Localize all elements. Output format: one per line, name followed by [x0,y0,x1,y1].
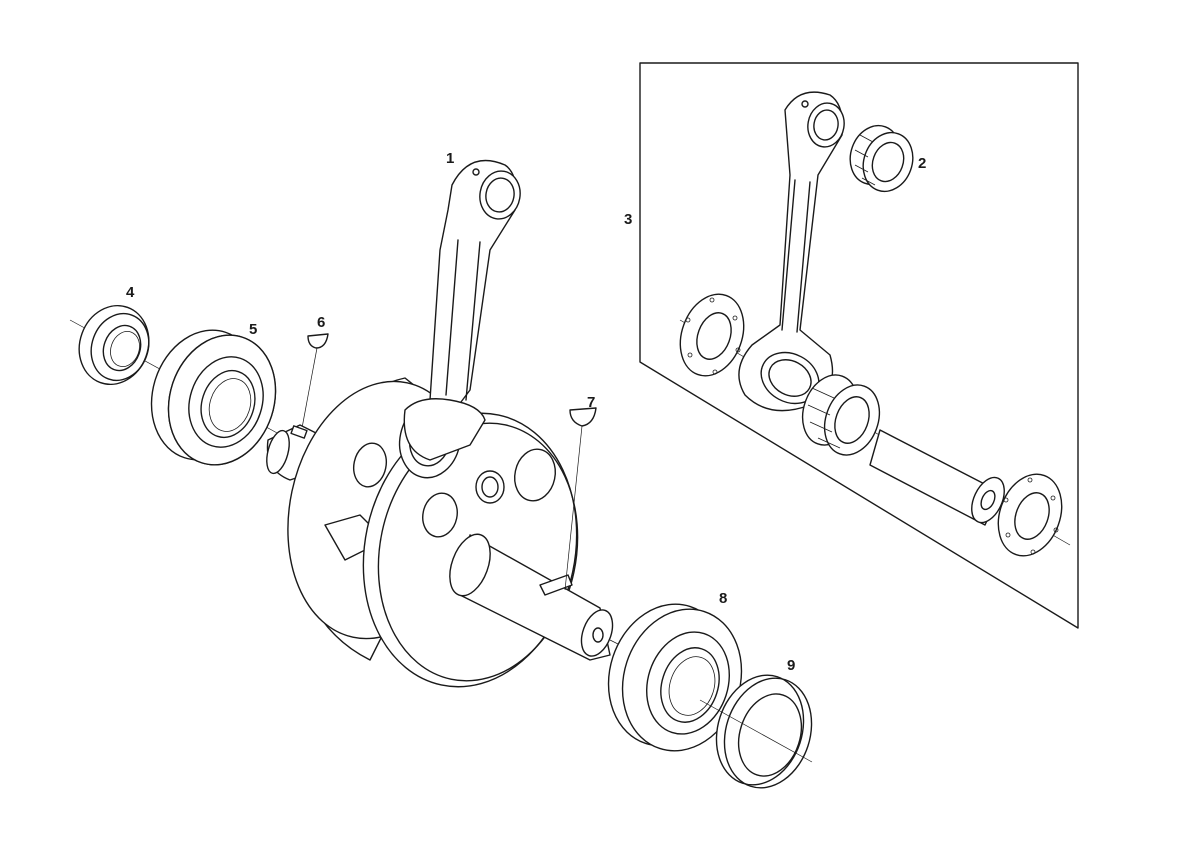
callout-4: 4 [126,284,135,301]
connecting-rod-1 [403,159,521,461]
oil-seal-right [699,674,813,789]
woodruff-key-7 [564,407,597,591]
oil-seal-left [69,304,291,441]
big-end-bearing [801,374,881,456]
callout-9: 9 [787,657,795,674]
small-end-bearing-2 [849,124,914,193]
callout-labels: 1 2 3 4 5 6 7 8 9 [126,150,926,674]
callout-2: 2 [918,155,926,172]
callout-3: 3 [624,211,632,228]
woodruff-key-6 [301,333,329,429]
callout-5: 5 [249,321,257,338]
crankshaft [266,377,641,688]
kit-connecting-rod [679,91,1071,546]
crank-pin [869,429,1005,526]
callout-1: 1 [446,150,454,167]
kit-inset-frame [639,62,1079,629]
thrust-washer-left [679,293,745,377]
main-bearing-left [150,329,277,466]
callout-6: 6 [317,314,325,331]
thrust-washer-right [997,473,1063,557]
callout-8: 8 [719,590,727,607]
callout-7: 7 [587,394,595,411]
main-bearing-right [607,603,743,752]
